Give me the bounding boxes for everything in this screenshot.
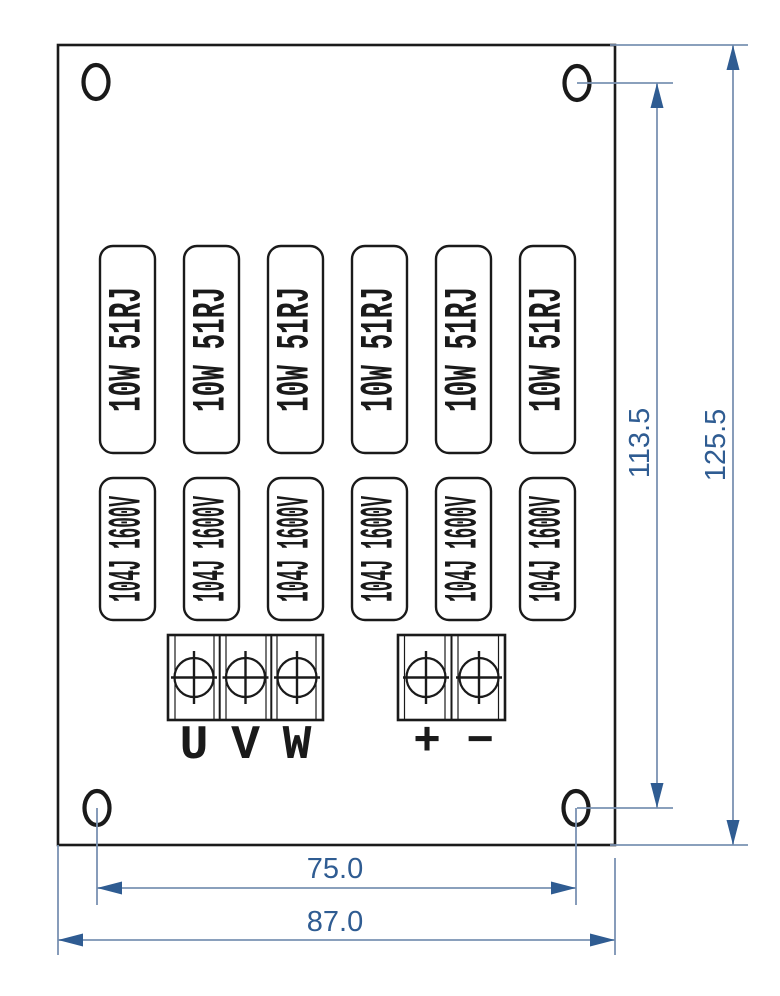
resistor-label: 10W 51RJ bbox=[102, 287, 154, 412]
arrow-left-icon bbox=[97, 881, 122, 895]
terminal-label-w: W bbox=[283, 719, 312, 773]
resistor-label: 10W 51RJ bbox=[522, 287, 574, 412]
capacitor-outline bbox=[518, 476, 577, 622]
arrow-down-icon bbox=[650, 783, 664, 808]
screw-terminal bbox=[403, 651, 449, 704]
capacitor-label: 104J 1600V bbox=[270, 496, 322, 602]
dim-label-hole-pitch-vertical: 113.5 bbox=[624, 408, 656, 478]
capacitor-outline bbox=[266, 476, 325, 622]
resistor-outline bbox=[266, 244, 325, 455]
capacitor-outline bbox=[350, 476, 409, 622]
resistor-label: 10W 51RJ bbox=[354, 287, 406, 412]
dim-label-board-width: 87.0 bbox=[307, 906, 363, 938]
terminal-label-u: U bbox=[180, 719, 209, 773]
screw-terminal bbox=[171, 651, 217, 704]
capacitor-label: 104J 1600V bbox=[186, 496, 238, 602]
resistor-outline bbox=[518, 244, 577, 455]
resistor-outline bbox=[98, 244, 157, 455]
arrow-left-icon bbox=[58, 933, 83, 947]
arrow-right-icon bbox=[551, 881, 576, 895]
resistor-outline bbox=[182, 244, 241, 455]
capacitor-outline bbox=[182, 476, 241, 622]
resistor-outline bbox=[434, 244, 493, 455]
screw-terminal bbox=[456, 651, 502, 704]
capacitor-outline bbox=[434, 476, 493, 622]
dimension-arrows bbox=[58, 45, 740, 947]
screw-terminal bbox=[222, 651, 269, 704]
board-outline bbox=[56, 43, 617, 847]
terminal-label-minus: − bbox=[466, 716, 494, 768]
terminal-block-dc bbox=[396, 633, 507, 722]
capacitor-label: 104J 1600V bbox=[522, 496, 574, 602]
capacitor-label: 104J 1600V bbox=[438, 496, 490, 602]
screw-terminal bbox=[274, 651, 320, 704]
capacitor-label: 104J 1600V bbox=[102, 496, 154, 602]
resistor-label: 10W 51RJ bbox=[438, 287, 490, 412]
arrow-up-icon bbox=[650, 83, 664, 108]
terminal-label-plus: + bbox=[413, 716, 441, 768]
capacitor-outline bbox=[98, 476, 157, 622]
dimension-lines bbox=[57, 44, 748, 955]
terminal-block-uvw bbox=[166, 633, 325, 722]
resistor-label: 10W 51RJ bbox=[270, 287, 322, 412]
resistor-label: 10W 51RJ bbox=[186, 287, 238, 412]
terminal-label-v: V bbox=[231, 719, 260, 773]
resistor-outline bbox=[350, 244, 409, 455]
dim-label-hole-pitch-horizontal: 75.0 bbox=[307, 853, 363, 885]
arrow-down-icon bbox=[726, 820, 740, 845]
arrow-up-icon bbox=[726, 45, 740, 70]
mounting-hole-top-left bbox=[81, 62, 111, 102]
dim-label-board-height: 125.5 bbox=[700, 409, 732, 482]
arrow-right-icon bbox=[590, 933, 615, 947]
dimension-labels: 113.5 125.5 75.0 87.0 bbox=[307, 408, 732, 938]
capacitor-label: 104J 1600V bbox=[354, 496, 406, 602]
